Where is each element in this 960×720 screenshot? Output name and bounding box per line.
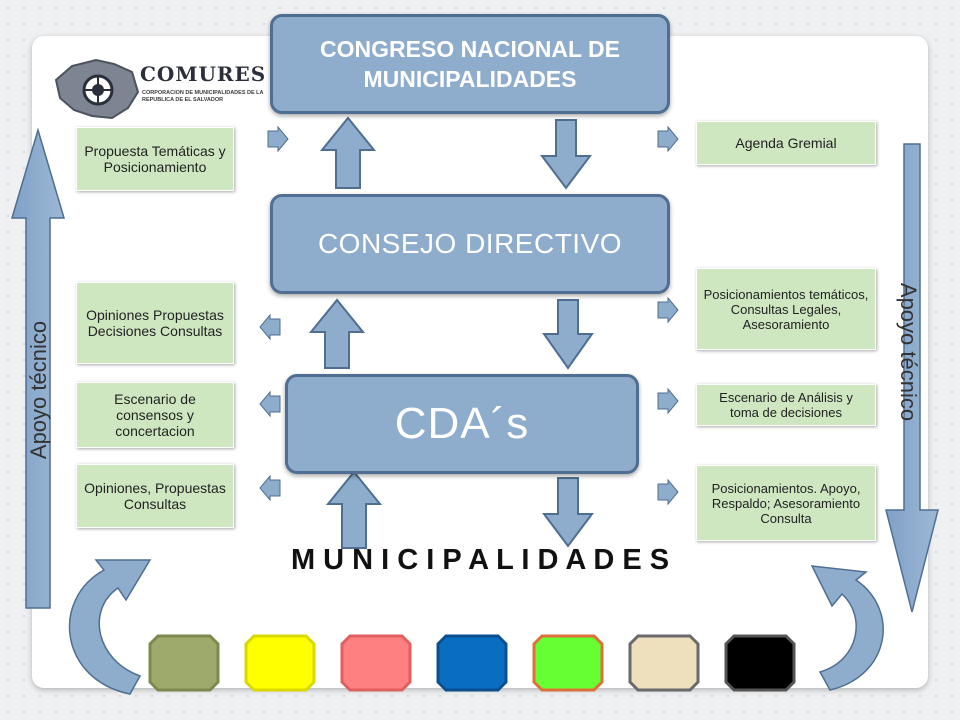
- right-box-posicionamientos-tematicos: Posicionamientos temáticos, Consultas Le…: [696, 268, 876, 350]
- left-box-label: Escenario de consensos y concertacion: [114, 391, 196, 439]
- municipality-tile: [532, 634, 604, 692]
- right-box-label: Escenario de Análisis y toma de decision…: [719, 390, 853, 420]
- apoyo-tecnico-up-arrow: [10, 127, 66, 609]
- small-left-arrow-l4: [259, 474, 281, 502]
- small-left-arrow-l2: [259, 313, 281, 341]
- down-arrow-congreso-consejo: [540, 119, 592, 190]
- logo-subtitle: CORPORACION DE MUNICIPALIDADES DE LA REP…: [142, 90, 264, 103]
- up-arrow-municipalidades-cdas: [325, 470, 383, 549]
- curved-arrow-left: [68, 559, 152, 695]
- left-box-label: Opiniones, Propuestas Consultas: [84, 480, 226, 512]
- congreso-nacional-box: CONGRESO NACIONAL DE MUNICIPALIDADES: [270, 14, 670, 114]
- small-right-arrow-r1: [657, 125, 679, 153]
- right-box-agenda-gremial: Agenda Gremial: [696, 121, 876, 165]
- cdas-box: CDA´s: [285, 374, 639, 474]
- small-right-arrow-r3: [657, 387, 679, 415]
- municipality-tile: [724, 634, 796, 692]
- comures-logo: COMURES CORPORACION DE MUNICIPALIDADES D…: [52, 46, 265, 146]
- cdas-label: CDA´s: [394, 399, 530, 448]
- down-arrow-consejo-cdas: [542, 299, 594, 370]
- municipality-tile: [148, 634, 220, 692]
- up-arrow-consejo-congreso: [319, 116, 377, 189]
- left-box-opiniones-decisiones: Opiniones Propuestas Decisiones Consulta…: [76, 282, 234, 364]
- apoyo-tecnico-down-arrow: [885, 143, 939, 613]
- right-box-label: Posicionamientos temáticos, Consultas Le…: [703, 286, 869, 332]
- right-box-posicionamientos-apoyo: Posicionamientos. Apoyo, Respaldo; Aseso…: [696, 465, 876, 541]
- el-salvador-map-icon: [54, 58, 140, 120]
- municipality-tile: [436, 634, 508, 692]
- down-arrow-cdas-municipalidades: [542, 477, 594, 548]
- right-box-escenario-analisis: Escenario de Análisis y toma de decision…: [696, 384, 876, 426]
- municipality-tile: [244, 634, 316, 692]
- small-left-arrow-l3: [259, 390, 281, 418]
- apoyo-tecnico-right-label: Apoyo técnico: [896, 282, 921, 422]
- left-box-label: Propuesta Temáticas y Posicionamiento: [84, 143, 226, 175]
- apoyo-tecnico-left-label: Apoyo técnico: [26, 320, 51, 460]
- left-box-label: Opiniones Propuestas Decisiones Consulta…: [86, 307, 224, 339]
- small-right-arrow-r2: [657, 296, 679, 324]
- left-box-propuesta-tematicas: Propuesta Temáticas y Posicionamiento: [76, 127, 234, 191]
- right-box-label: Posicionamientos. Apoyo, Respaldo; Aseso…: [711, 480, 861, 526]
- municipalidades-label: M U N I C I P A L I D A D E S: [290, 544, 670, 576]
- curved-arrow-right: [810, 565, 884, 691]
- left-box-opiniones-consultas: Opiniones, Propuestas Consultas: [76, 464, 234, 528]
- up-arrow-cdas-consejo: [308, 298, 366, 369]
- left-box-escenario-consensos: Escenario de consensos y concertacion: [76, 382, 234, 448]
- logo-title: COMURES: [140, 62, 267, 86]
- right-box-label: Agenda Gremial: [735, 135, 837, 151]
- municipality-tile: [340, 634, 412, 692]
- municipality-tiles: [148, 634, 796, 692]
- congreso-nacional-label: CONGRESO NACIONAL DE MUNICIPALIDADES: [320, 36, 620, 92]
- municipality-tile: [628, 634, 700, 692]
- small-right-arrow-l1: [267, 125, 289, 153]
- small-right-arrow-r4: [657, 478, 679, 506]
- consejo-directivo-label: CONSEJO DIRECTIVO: [317, 228, 623, 259]
- consejo-directivo-box: CONSEJO DIRECTIVO: [270, 194, 670, 294]
